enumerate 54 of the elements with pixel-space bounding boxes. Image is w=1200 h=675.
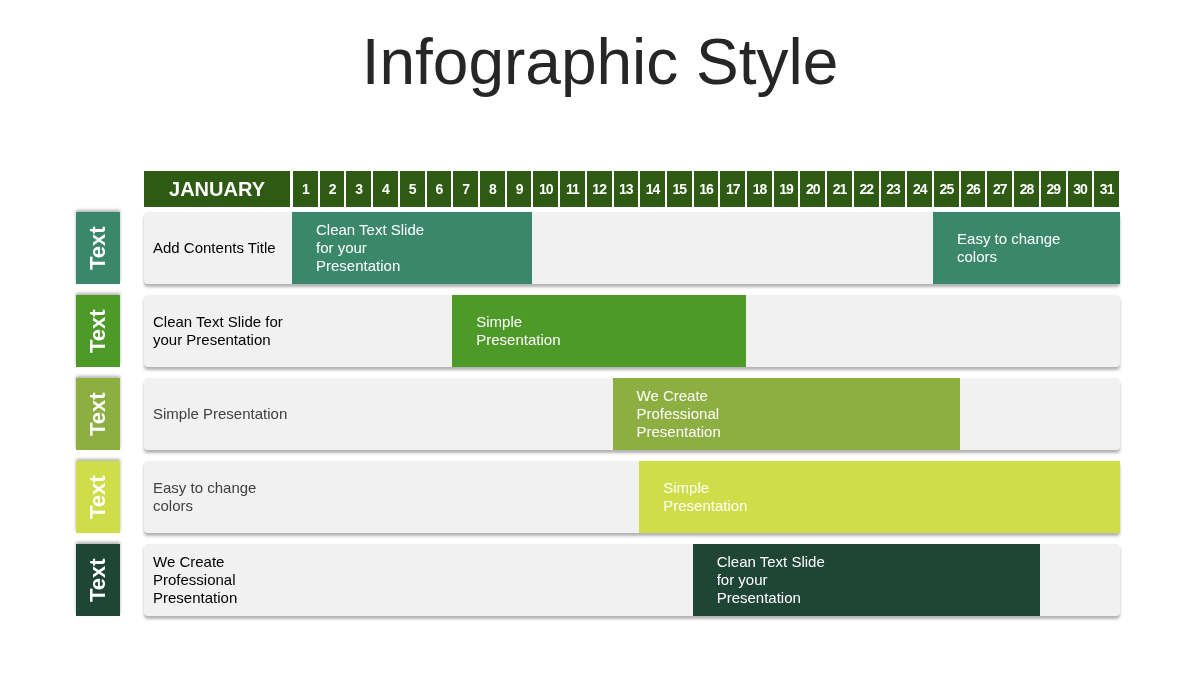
header-cell: 21	[827, 171, 852, 207]
row-title: We Create Professional Presentation	[153, 552, 239, 608]
header-cell: 1	[293, 171, 318, 207]
header-cell: 22	[853, 171, 879, 207]
header-cell: 18	[747, 171, 772, 207]
row-title: Clean Text Slide for your Presentation	[153, 312, 284, 350]
header-cell: JANUARY	[144, 171, 290, 207]
header-cell: 20	[800, 171, 826, 207]
header-cell: 19	[773, 171, 799, 207]
row-band	[144, 461, 1120, 533]
row-tab: Text	[76, 544, 120, 616]
header-cell: 24	[907, 171, 932, 207]
row-tab: Text	[76, 295, 120, 367]
row-band	[144, 212, 1120, 284]
row-tab: Text	[76, 212, 120, 284]
timeline-bar: Clean Text Slide for your Presentation	[292, 212, 533, 284]
timeline-bar: Easy to change colors	[933, 212, 1120, 284]
header-cell: 29	[1040, 171, 1066, 207]
header-cell: 15	[666, 171, 692, 207]
header-cell: 26	[960, 171, 986, 207]
header-cell: 16	[693, 171, 719, 207]
header-cell: 28	[1014, 171, 1039, 207]
header-cell: 23	[880, 171, 906, 207]
timeline-bar: We Create Professional Presentation	[612, 378, 960, 450]
header-cell: 13	[613, 171, 639, 207]
header-cell: 4	[373, 171, 398, 207]
row-title: Easy to change colors	[153, 478, 258, 516]
header-cell: 3	[346, 171, 372, 207]
header-cell: 12	[586, 171, 612, 207]
header-cell: 7	[453, 171, 478, 207]
header-cell: 6	[426, 171, 452, 207]
title: Infographic Style	[360, 25, 840, 99]
header-cell: 10	[533, 171, 559, 207]
header-cell: 27	[987, 171, 1013, 207]
header-cell: 31	[1094, 171, 1119, 207]
header-cell: 8	[479, 171, 505, 207]
timeline-bar: Simple Presentation	[452, 295, 747, 367]
row-tab: Text	[76, 378, 120, 450]
header-cell: 2	[319, 171, 345, 207]
row-band	[144, 295, 1120, 367]
row-band	[144, 378, 1120, 450]
header-cell: 17	[720, 171, 746, 207]
timeline-bar: Clean Text Slide for your Presentation	[692, 544, 1040, 616]
row-band	[144, 544, 1120, 616]
timeline-bar: Simple Presentation	[639, 461, 1120, 533]
header-cell: 11	[560, 171, 585, 207]
header-cell: 25	[934, 171, 959, 207]
header-cell: 5	[399, 171, 425, 207]
row-title: Add Contents Title	[153, 238, 277, 258]
row-tab: Text	[76, 461, 120, 533]
header-cell: 14	[640, 171, 665, 207]
header-cell: 9	[506, 171, 532, 207]
header-cell: 30	[1067, 171, 1093, 207]
row-title: Simple Presentation	[153, 404, 288, 424]
